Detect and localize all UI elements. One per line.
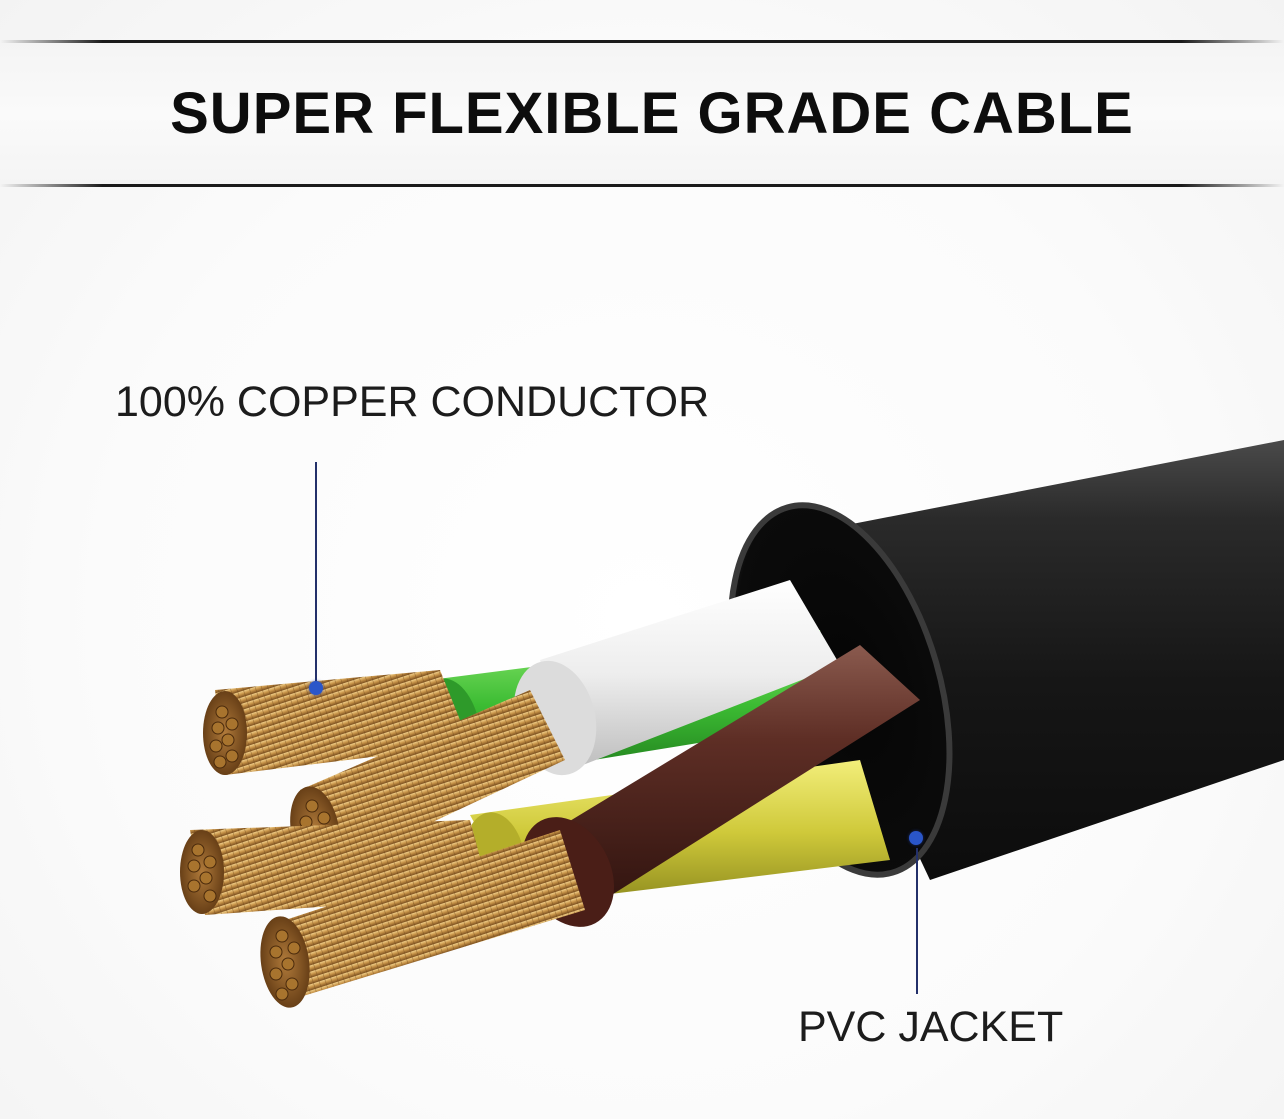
pvc-jacket-marker-dot bbox=[909, 831, 923, 845]
pvc-jacket-label: PVC JACKET bbox=[798, 1003, 1064, 1051]
copper-conductor-leader-line bbox=[315, 462, 317, 688]
banner-top-rule bbox=[0, 40, 1284, 43]
pvc-jacket-leader-line bbox=[916, 848, 918, 994]
page-title: SUPER FLEXIBLE GRADE CABLE bbox=[170, 81, 1134, 146]
title-banner: SUPER FLEXIBLE GRADE CABLE bbox=[0, 40, 1284, 187]
banner-bottom-rule bbox=[0, 184, 1284, 187]
copper-conductor-marker-dot bbox=[309, 681, 323, 695]
copper-strands-bottom-right bbox=[260, 830, 585, 1008]
copper-conductor-label: 100% COPPER CONDUCTOR bbox=[115, 378, 710, 426]
